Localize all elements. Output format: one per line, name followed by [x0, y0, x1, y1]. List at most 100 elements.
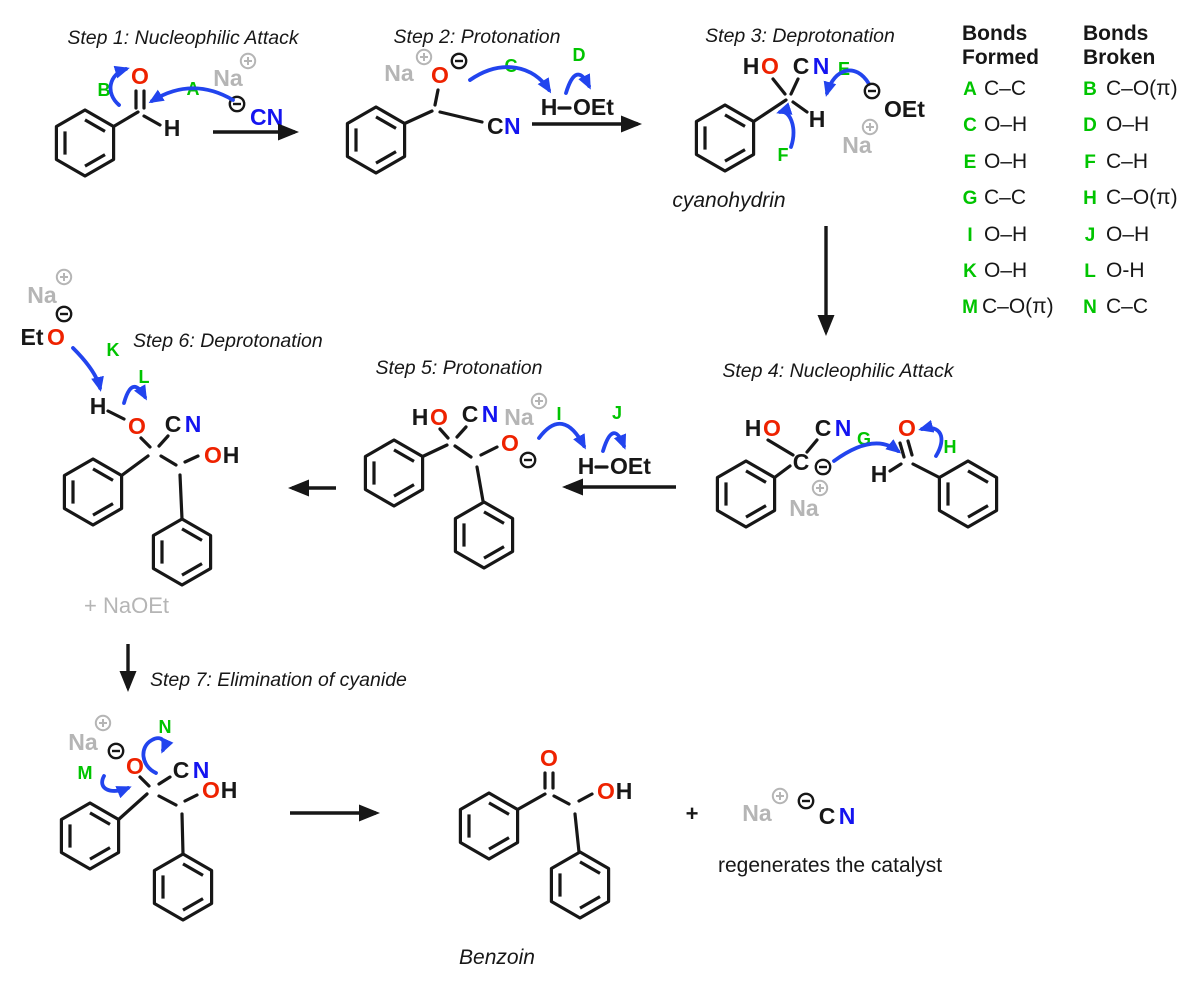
- plus-charge-icon: [239, 52, 257, 70]
- minus-charge-icon: [519, 451, 537, 469]
- legend-bond: O–H: [984, 223, 1027, 246]
- benzoin-caption: Benzoin: [459, 946, 535, 969]
- legend-key: E: [964, 152, 977, 173]
- legend-key: I: [967, 225, 972, 246]
- c-h-bond: [888, 462, 903, 473]
- ring-substituent-bond: [119, 454, 150, 478]
- plus-charge-icon: [530, 392, 548, 410]
- curved-arrow-j: [601, 431, 627, 453]
- benzene-ring: [549, 850, 611, 920]
- cyanide-n-label: N: [839, 803, 856, 829]
- hydroxyl-h-label: H: [743, 53, 760, 79]
- legend-bond: O–H: [1106, 223, 1149, 246]
- nitrile-n-label: N: [185, 411, 202, 437]
- step5-title: Step 5: Protonation: [376, 357, 543, 379]
- carbonyl-double-bond: [898, 441, 906, 459]
- curved-arrow-k: [71, 346, 104, 392]
- ring-substituent-bond: [772, 464, 792, 480]
- legend-key: K: [963, 261, 977, 282]
- hydroxyl-o-label: O: [202, 777, 220, 803]
- minus-charge-icon: [55, 305, 73, 323]
- curved-arrow-b: [108, 65, 130, 107]
- cn-c-bond: [157, 775, 172, 786]
- o-c-bond: [771, 77, 787, 96]
- legend-key: G: [963, 188, 978, 209]
- benzoin-group: O O H Benzoin + Na C N regenerates the c…: [458, 745, 942, 969]
- arrow-label-m: M: [78, 763, 93, 783]
- hydroxyl-h-label: H: [223, 442, 240, 468]
- minus-charge-icon: [107, 742, 125, 760]
- benzene-ring: [59, 801, 121, 871]
- benzene-ring: [937, 459, 999, 529]
- nitrile-n-label: N: [193, 757, 210, 783]
- sodium-label: Na: [842, 132, 872, 158]
- curved-arrow-e: [823, 68, 871, 97]
- o-c-bond: [138, 775, 151, 788]
- legend-key: A: [963, 79, 977, 100]
- legend-key: M: [962, 297, 978, 318]
- hydroxyl-o-label: O: [430, 404, 448, 430]
- alkoxide-oxygen-label: O: [126, 753, 144, 779]
- step2-group: Step 2: Protonation Na O C N C D H OEt: [345, 26, 642, 175]
- legend-bond: C–C: [984, 77, 1026, 100]
- cn-c-bond: [157, 434, 170, 448]
- legend-broken-rows: B C–O(π) D O–H F C–H H C–O(π) J O–H L O-…: [1083, 77, 1178, 318]
- minus-charge-icon: [450, 52, 468, 70]
- naoet-byproduct-label: + NaOEt: [84, 593, 169, 618]
- nitrile-c-label: C: [487, 113, 504, 139]
- h-o-bond: [106, 409, 126, 421]
- legend-group: Bonds Formed Bonds Broken A C–C C O–H E …: [962, 22, 1178, 318]
- hydroxyl-o-label: O: [128, 413, 146, 439]
- benzene-ring: [62, 457, 124, 527]
- step1-group: Step 1: Nucleophilic Attack O H Na CN A …: [54, 27, 300, 178]
- legend-broken-header-2: Broken: [1083, 46, 1155, 69]
- plus-charge-icon: [771, 787, 789, 805]
- hydroxyl-o-label: O: [763, 415, 781, 441]
- legend-bond: C–C: [1106, 295, 1148, 318]
- benzene-ring: [453, 500, 515, 570]
- step1-title: Step 1: Nucleophilic Attack: [67, 27, 299, 49]
- nitrile-n-label: N: [482, 401, 499, 427]
- benzene-ring: [694, 103, 756, 173]
- legend-formed-rows: A C–C C O–H E O–H G C–C I O–H K O–H M C–…: [962, 77, 1054, 318]
- plus-charge-icon: [94, 714, 112, 732]
- carbonyl-double-bond: [906, 439, 914, 457]
- plus-sign: +: [686, 801, 699, 826]
- legend-bond: C–O(π): [1106, 186, 1178, 209]
- arrow-label-k: K: [107, 340, 120, 360]
- ethoxide-et-label: Et: [21, 324, 44, 350]
- c-o-bond: [183, 454, 200, 464]
- arrow-label-j: J: [612, 403, 622, 423]
- benzene-ring: [345, 105, 407, 175]
- alkoxide-oxygen-label: O: [501, 430, 519, 456]
- curved-arrow-g: [832, 439, 902, 463]
- arrow-label-b: B: [98, 80, 111, 100]
- c-c-bond: [552, 794, 571, 806]
- ring-substituent-bond: [475, 465, 485, 503]
- step2-title: Step 2: Protonation: [394, 26, 561, 48]
- plus-charge-icon: [55, 268, 73, 286]
- minus-charge-icon: [797, 792, 815, 810]
- curved-arrow-d: [564, 72, 591, 95]
- sodium-label: Na: [789, 495, 819, 521]
- arrow-label-n: N: [159, 717, 172, 737]
- ring-substituent-bond: [116, 792, 149, 822]
- curved-arrow-l: [122, 384, 147, 405]
- hydroxyl-o-label: O: [204, 442, 222, 468]
- cyanohydrin-caption: cyanohydrin: [672, 189, 785, 212]
- aldehyde-h-label: H: [164, 115, 181, 141]
- arrow-label-l: L: [139, 367, 150, 387]
- ethanol-oet-label: OEt: [573, 94, 614, 120]
- oxygen-label: O: [131, 63, 149, 89]
- legend-key: H: [1083, 188, 1097, 209]
- legend-formed-header-2: Formed: [962, 46, 1039, 69]
- ring-substituent-bond: [421, 443, 449, 459]
- cn-c-bond: [455, 425, 468, 439]
- nitrile-n-label: N: [835, 415, 852, 441]
- hydroxyl-h-label: H: [221, 777, 238, 803]
- ethanol-h-label: H: [541, 94, 558, 120]
- c-c-bond: [453, 444, 473, 459]
- nitrile-c-label: C: [815, 415, 832, 441]
